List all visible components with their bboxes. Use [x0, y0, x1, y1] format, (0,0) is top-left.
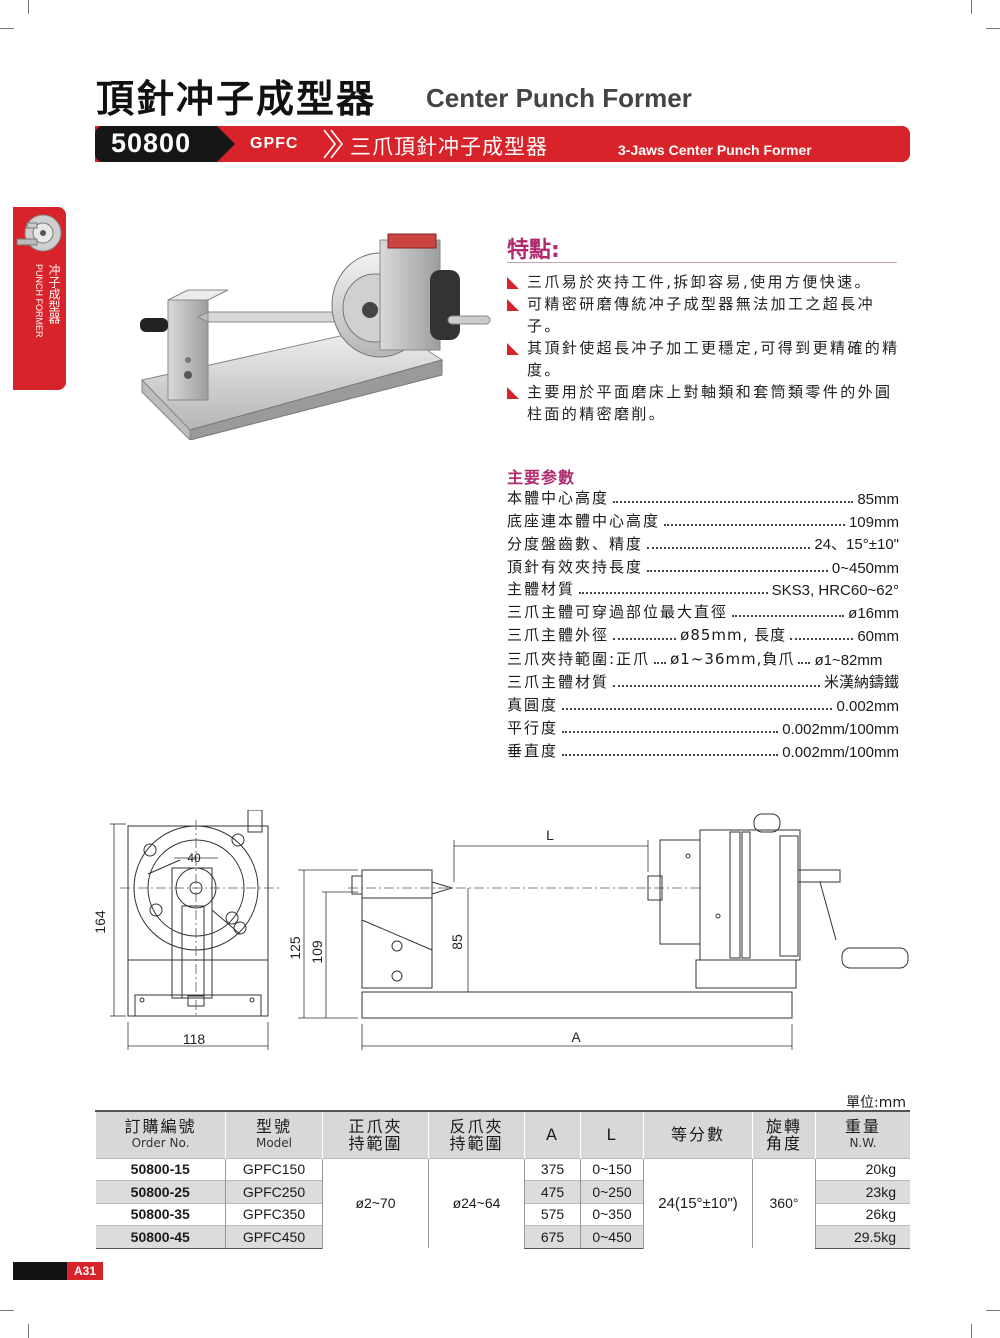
feature-item: 主要用於平面磨床上對軸類和套筒類零件的外圓柱面的精密磨削。 — [507, 381, 907, 425]
col-l: L — [580, 1111, 644, 1158]
page-title-zh: 頂針冲子成型器 — [96, 77, 377, 121]
table-row: 50800-35 GPFC350 575 0~350 26kg — [95, 1202, 910, 1226]
table-row: 50800-25 GPFC250 475 0~250 23kg — [95, 1180, 910, 1203]
col-a: A — [524, 1111, 581, 1158]
technical-drawing: 40 164 118 125 109 85 L A — [92, 810, 909, 1050]
dim-164: 164 — [92, 910, 108, 934]
page-number: A31 — [67, 1262, 103, 1280]
product-subtitle-en: 3-Jaws Center Punch Former — [618, 142, 812, 158]
chuck-thumbnail-icon — [16, 214, 62, 252]
side-tab-label-en: PUNCH FORMER — [34, 264, 44, 338]
bullet-triangle-icon — [507, 387, 519, 399]
category-side-tab — [13, 207, 66, 390]
crop-mark — [28, 1324, 29, 1338]
bullet-triangle-icon — [507, 343, 519, 355]
spec-row: 三爪主體材質米漢納鑄鐵 — [507, 673, 899, 691]
col-pos-clamp: 正爪夾持範圍 — [322, 1111, 429, 1158]
crop-mark — [0, 1310, 14, 1311]
features-title: 特點: — [507, 238, 560, 263]
specs-title: 主要参數 — [507, 468, 576, 487]
col-rotation: 旋轉角度 — [752, 1111, 816, 1158]
crop-mark — [986, 1310, 1000, 1311]
features-divider — [507, 262, 897, 263]
features-list: 三爪易於夾持工件,拆卸容易,使用方便快速。 可精密研磨傳統冲子成型器無法加工之超… — [507, 271, 907, 425]
feature-item: 可精密研磨傳統冲子成型器無法加工之超長冲子。 — [507, 293, 907, 337]
product-subtitle-zh: 三爪頂針冲子成型器 — [350, 135, 548, 159]
crop-mark — [0, 28, 14, 29]
table-row: 50800-45 GPFC450 675 0~450 29.5kg — [95, 1225, 910, 1249]
pos-clamp-cell: ø2~70 — [322, 1157, 429, 1248]
neg-clamp-cell: ø24~64 — [428, 1157, 525, 1248]
dim-125: 125 — [287, 936, 303, 960]
col-neg-clamp: 反爪夾持範圍 — [428, 1111, 525, 1158]
dim-40: 40 — [187, 851, 201, 865]
crop-mark — [986, 28, 1000, 29]
crop-mark — [971, 0, 972, 14]
crop-mark — [28, 0, 29, 14]
side-tab-label-zh: 冲子成型器 — [47, 264, 61, 324]
chevron-icon — [323, 129, 344, 159]
product-photo — [140, 233, 491, 440]
page-title-en: Center Punch Former — [426, 83, 692, 113]
division-cell: 24(15°±10") — [643, 1157, 753, 1248]
table-unit: 單位:mm — [846, 1095, 906, 1111]
page-number-bar: A31 — [13, 1262, 103, 1280]
dim-A: A — [571, 1029, 581, 1045]
dim-109: 109 — [309, 940, 325, 964]
dim-85: 85 — [449, 934, 465, 950]
product-code: 50800 — [111, 128, 192, 158]
feature-item: 三爪易於夾持工件,拆卸容易,使用方便快速。 — [507, 271, 907, 293]
dim-L: L — [546, 827, 554, 843]
product-code-badge: 50800 — [95, 126, 235, 162]
bullet-triangle-icon — [507, 277, 519, 289]
bullet-triangle-icon — [507, 299, 519, 311]
dim-118: 118 — [183, 1031, 206, 1047]
product-model: GPFC — [250, 135, 299, 152]
table-row: 50800-15 GPFC150 ø2~70 ø24~64 375 0~150 … — [95, 1157, 910, 1248]
col-division: 等分數 — [643, 1111, 753, 1158]
crop-mark — [971, 1324, 972, 1338]
rotation-cell: 360° — [752, 1157, 816, 1248]
feature-item: 其頂針使超長冲子加工更穩定,可得到更精確的精度。 — [507, 337, 907, 381]
